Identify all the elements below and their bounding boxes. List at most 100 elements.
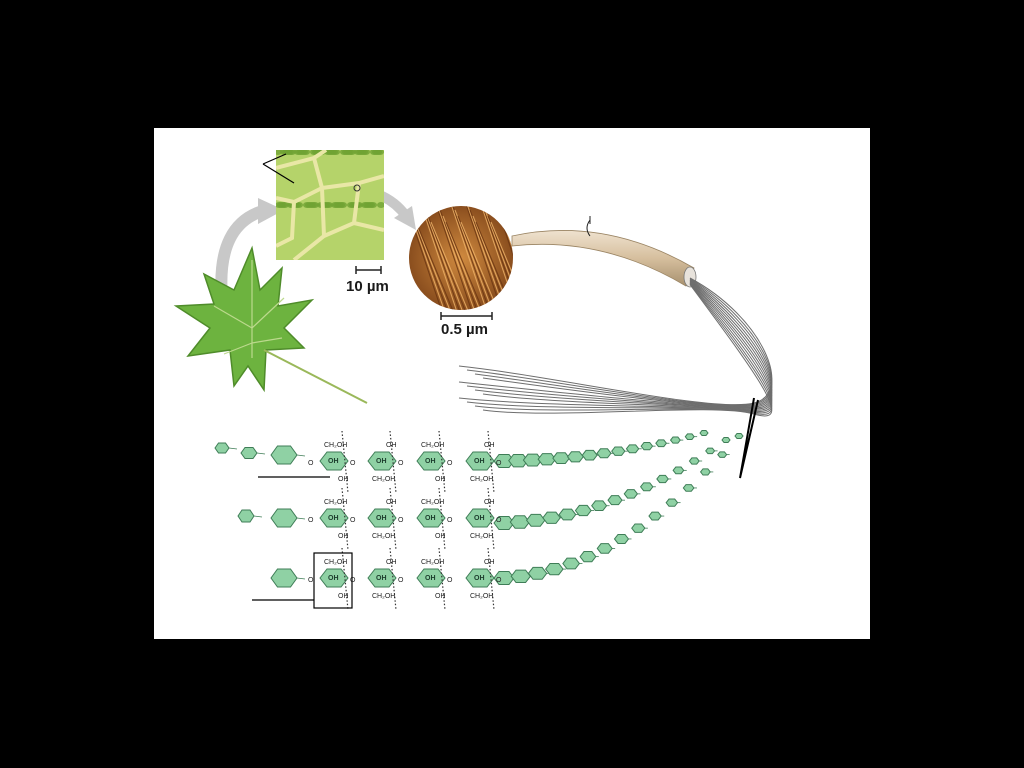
svg-text:OH: OH <box>484 442 495 449</box>
glucose-bead <box>699 430 709 436</box>
glucose-bead <box>537 453 557 466</box>
glucose-bead <box>613 533 630 544</box>
svg-text:OH: OH <box>338 476 349 483</box>
cellulose-strands <box>458 277 773 417</box>
glucose-monomer <box>319 568 349 588</box>
svg-text:O: O <box>308 460 314 467</box>
svg-text:OH: OH <box>474 458 485 465</box>
svg-text:OH: OH <box>425 575 436 582</box>
glucose-bead <box>665 498 679 507</box>
glucose-bead <box>672 466 685 475</box>
svg-text:OH: OH <box>484 559 495 566</box>
svg-text:OH: OH <box>474 515 485 522</box>
svg-text:OH: OH <box>386 499 397 506</box>
svg-text:CH₂OH: CH₂OH <box>372 593 395 600</box>
svg-text:CH₂OH: CH₂OH <box>470 593 493 600</box>
svg-text:O: O <box>496 517 502 524</box>
glucose-monomer <box>416 568 446 588</box>
svg-text:OH: OH <box>338 533 349 540</box>
microfibril-micrograph <box>409 206 513 310</box>
glucose-bead <box>655 439 668 448</box>
svg-text:CH₂OH: CH₂OH <box>324 442 347 449</box>
glucose-bead <box>611 446 626 456</box>
svg-text:OH: OH <box>435 533 446 540</box>
glucose-bead <box>596 448 612 459</box>
svg-text:OH: OH <box>484 499 495 506</box>
glucose-bead <box>656 474 669 484</box>
svg-text:O: O <box>350 577 356 584</box>
svg-text:O: O <box>398 577 404 584</box>
svg-text:O: O <box>398 517 404 524</box>
svg-text:CH₂OH: CH₂OH <box>470 533 493 540</box>
glucose-monomer <box>367 451 397 471</box>
svg-text:CH₂OH: CH₂OH <box>324 499 347 506</box>
glucose-unit <box>270 445 298 465</box>
svg-text:OH: OH <box>338 593 349 600</box>
arrow-head-icon-2 <box>394 206 416 230</box>
glucose-bead <box>545 562 564 576</box>
svg-text:OH: OH <box>386 442 397 449</box>
glucose-bead <box>682 484 695 492</box>
svg-text:OH: OH <box>435 593 446 600</box>
glucose-bead <box>552 452 571 464</box>
glucose-unit <box>270 508 298 528</box>
glucose-unit <box>240 447 258 459</box>
glucose-bead <box>688 457 700 465</box>
svg-text:OH: OH <box>376 515 387 522</box>
svg-text:O: O <box>350 460 356 467</box>
svg-text:O: O <box>447 460 453 467</box>
glucose-bead <box>623 489 639 499</box>
glucose-bead <box>721 437 731 443</box>
svg-text:OH: OH <box>328 515 339 522</box>
svg-text:OH: OH <box>425 458 436 465</box>
glucose-bead <box>648 511 662 521</box>
svg-text:OH: OH <box>425 515 436 522</box>
glucose-bead <box>669 436 681 444</box>
cellulose-microfibril-tube <box>511 216 697 288</box>
glucose-bead <box>579 551 597 563</box>
glucose-bead <box>684 433 695 440</box>
diagram-panel: CH₂OH OH OH O CH₂OH OH OH O CH₂OH OH OH O CH₂OH OH OH O… <box>154 128 870 639</box>
glucose-bead <box>734 433 744 439</box>
glucose-bead <box>640 442 654 451</box>
glucose-monomer <box>367 508 397 528</box>
glucose-bead <box>566 451 584 463</box>
pointer-line <box>739 397 759 479</box>
glucose-bead <box>607 495 623 506</box>
svg-text:O: O <box>350 517 356 524</box>
svg-text:O: O <box>496 460 502 467</box>
svg-text:O: O <box>447 517 453 524</box>
glucose-bead <box>558 508 577 521</box>
svg-text:CH₂OH: CH₂OH <box>324 559 347 566</box>
glucose-bead <box>509 515 531 529</box>
glucose-monomer <box>367 568 397 588</box>
glucose-bead <box>510 569 531 584</box>
glucose-molecule-grid: CH₂OH OH OH O CH₂OH OH OH O CH₂OH OH OH O CH₂OH OH OH O… <box>214 430 502 611</box>
glucose-bead <box>699 468 711 476</box>
glucose-bead <box>631 523 646 533</box>
glucose-bead <box>581 449 598 461</box>
plant-cell-micrograph <box>262 150 384 260</box>
svg-text:OH: OH <box>435 476 446 483</box>
glucose-monomer <box>319 508 349 528</box>
glucose-monomer-box <box>313 552 353 609</box>
glucose-monomer <box>465 451 495 471</box>
glucose-unit <box>270 568 298 588</box>
glucose-bead <box>591 500 608 512</box>
glucose-bead <box>625 444 640 454</box>
svg-text:OH: OH <box>328 575 339 582</box>
glucose-bead <box>542 511 561 524</box>
svg-text:OH: OH <box>474 575 485 582</box>
svg-text:OH: OH <box>376 458 387 465</box>
svg-text:O: O <box>447 577 453 584</box>
cellulose-diagram: CH₂OH OH OH O CH₂OH OH OH O CH₂OH OH OH O CH₂OH OH OH O… <box>173 150 773 611</box>
microfibril-scale-bar <box>440 312 493 320</box>
glucose-monomer <box>319 451 349 471</box>
microfibril-scale-label: 0.5 µm <box>441 321 488 338</box>
svg-text:O: O <box>308 577 314 584</box>
svg-text:CH₂OH: CH₂OH <box>372 533 395 540</box>
svg-text:CH₂OH: CH₂OH <box>372 476 395 483</box>
glucose-bead <box>525 513 546 527</box>
svg-text:O: O <box>308 517 314 524</box>
cell-scale-bar <box>355 266 382 274</box>
